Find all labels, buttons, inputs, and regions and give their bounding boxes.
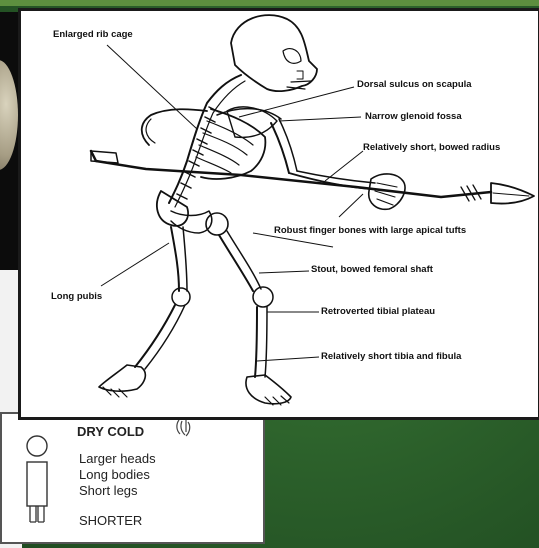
label-short-radius: Relatively short, bowed radius: [363, 142, 500, 153]
skeleton-figure-panel: Enlarged rib cage Dorsal sulcus on scapu…: [18, 8, 539, 420]
climate-line-bodies: Long bodies: [79, 467, 150, 482]
label-tibial-plateau: Retroverted tibial plateau: [321, 306, 435, 317]
label-narrow-glenoid: Narrow glenoid fossa: [365, 111, 462, 122]
climate-line-legs: Short legs: [79, 483, 138, 498]
climate-card: DRY COLD Larger heads Long bodies Short …: [0, 412, 265, 544]
label-femoral-shaft: Stout, bowed femoral shaft: [311, 264, 433, 275]
label-long-pubis: Long pubis: [51, 291, 102, 302]
top-strip: [0, 0, 539, 6]
person-icon: [24, 432, 50, 524]
small-figure-icon: [174, 418, 194, 440]
label-enlarged-rib-cage: Enlarged rib cage: [53, 29, 133, 40]
label-dorsal-sulcus: Dorsal sulcus on scapula: [357, 79, 472, 90]
climate-heading: DRY COLD: [77, 424, 144, 439]
skull-bone-image: [0, 60, 18, 170]
label-robust-fingers: Robust finger bones with large apical tu…: [274, 225, 466, 236]
climate-summary: SHORTER: [79, 513, 142, 528]
climate-line-heads: Larger heads: [79, 451, 156, 466]
label-tibia-fibula: Relatively short tibia and fibula: [321, 351, 461, 362]
